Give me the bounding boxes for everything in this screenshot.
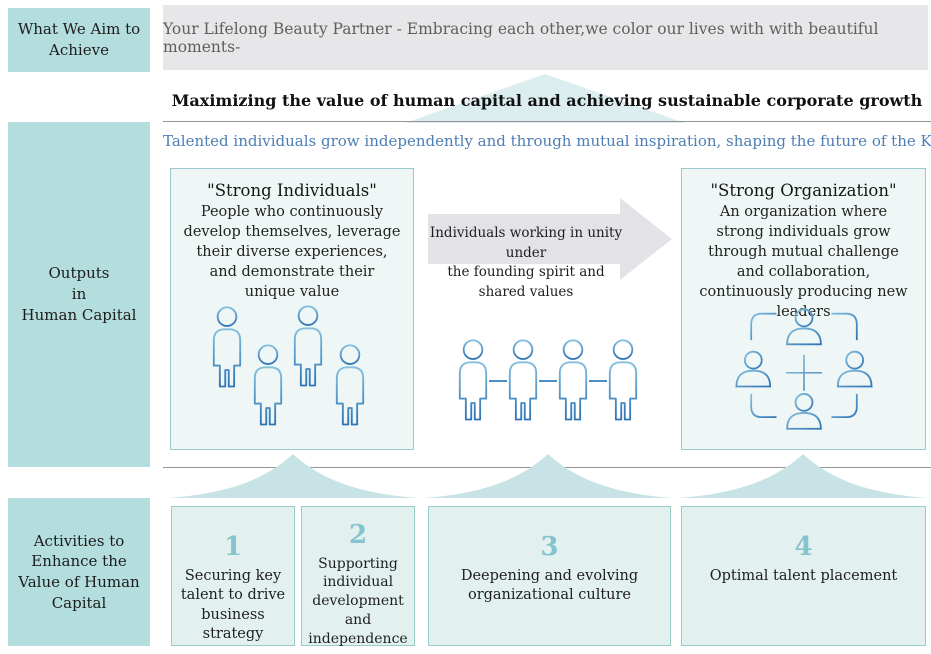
person-icon: [451, 339, 495, 423]
upward-arrow-triangle-icon: [405, 74, 685, 123]
unity-arrow-line1: Individuals working in unity under: [429, 225, 623, 261]
goal-text: Maximizing the value of human capital an…: [171, 91, 923, 110]
slogan-bar: Your Lifelong Beauty Partner - Embracing…: [163, 5, 928, 70]
person-icon: [286, 305, 330, 389]
activity-text: Optimal talent placement: [709, 567, 898, 584]
person-icon: [205, 306, 249, 390]
activity-box-2: 2 Supporting individual development and …: [301, 506, 415, 648]
person-icon: [601, 339, 645, 423]
activity-box-4: 4 Optimal talent placement: [681, 506, 926, 646]
section-divider-top: [163, 121, 931, 122]
person-icon: [328, 344, 372, 428]
person-icon: [501, 339, 545, 423]
strong-organization-body: An organization where strong individuals…: [699, 204, 908, 320]
people-network-plus-icon: [735, 308, 873, 430]
strong-organization-box: "Strong Organization" An organization wh…: [681, 168, 926, 450]
activity-text: Securing key talent to drive business st…: [180, 567, 286, 643]
link-dash: [589, 380, 607, 382]
strong-organization-title: "Strong Organization": [710, 181, 897, 200]
upward-arrow-triangle-icon: [678, 454, 928, 498]
upward-arrow-triangle-icon: [168, 454, 418, 498]
activity-number: 4: [794, 532, 813, 562]
outputs-heading: Talented individuals grow independently …: [163, 132, 931, 150]
right-arrow-icon: [428, 198, 672, 280]
upward-arrow-triangle-icon: [423, 454, 673, 498]
activity-number: 3: [540, 532, 559, 562]
activity-number: 1: [223, 532, 243, 562]
aim-label: What We Aim to Achieve: [8, 8, 150, 72]
activity-box-1: 1 Securing key talent to drive business …: [171, 506, 295, 646]
link-dash: [539, 380, 557, 382]
person-icon: [551, 339, 595, 423]
activities-label: Activities to Enhance the Value of Human…: [8, 498, 150, 646]
activity-text: Supporting individual development and in…: [308, 555, 408, 648]
activity-number: 2: [348, 520, 368, 550]
unity-arrow-line2: the founding spirit and shared values: [447, 264, 605, 300]
activity-text: Deepening and evolving organizational cu…: [460, 567, 639, 604]
strong-individuals-body: People who continuously develop themselv…: [183, 204, 401, 300]
activity-box-3: 3 Deepening and evolving organizational …: [428, 506, 671, 646]
outputs-label: Outputs in Human Capital: [8, 122, 150, 467]
strong-individuals-title: "Strong Individuals": [207, 181, 377, 200]
unity-arrow-text: Individuals working in unity under the f…: [428, 224, 624, 302]
person-icon: [246, 344, 290, 428]
link-dash: [489, 380, 507, 382]
strong-individuals-box: "Strong Individuals" People who continuo…: [170, 168, 414, 450]
